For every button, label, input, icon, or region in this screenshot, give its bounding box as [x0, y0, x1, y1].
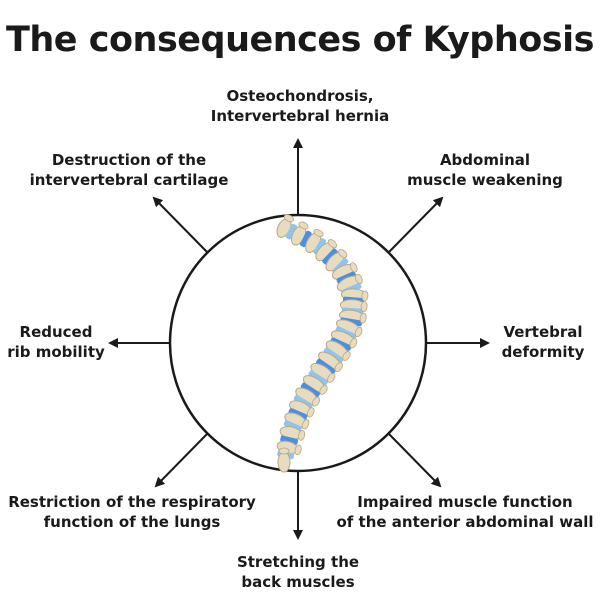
label-bottom-left: Restriction of the respiratory function … — [8, 493, 256, 531]
intervertebral-disc — [323, 347, 344, 364]
spinous-process — [327, 239, 338, 249]
arrows — [108, 138, 490, 540]
label-top-left: Destruction of the intervertebral cartil… — [29, 151, 229, 189]
spinous-process — [298, 430, 306, 441]
spinous-process — [313, 229, 324, 238]
spinous-process — [327, 373, 336, 383]
arrow-bottom-left — [154, 433, 208, 488]
intervertebral-disc — [322, 248, 338, 265]
intervertebral-disc — [300, 230, 312, 248]
intervertebral-disc — [316, 358, 336, 375]
intervertebral-disc — [313, 238, 326, 256]
spinous-process — [361, 290, 369, 302]
label-top-right: Abdominal muscle weakening — [407, 151, 563, 189]
vertebra — [277, 451, 291, 473]
spinous-process — [338, 249, 348, 258]
spinous-process — [278, 447, 290, 455]
arrow-top-right — [388, 196, 444, 253]
spinous-process — [319, 385, 328, 395]
spinous-process — [301, 419, 310, 430]
intervertebral-disc — [285, 223, 297, 240]
label-left: Reduced rib mobility — [7, 323, 105, 361]
spinous-process — [355, 273, 363, 285]
arrow-bottom-right — [388, 433, 442, 488]
spinous-process — [294, 444, 302, 456]
spinous-process — [359, 312, 367, 324]
spinous-process — [306, 407, 315, 418]
spinous-process — [298, 221, 309, 230]
spinous-process — [342, 351, 351, 361]
spinous-process — [283, 214, 294, 223]
spinous-process — [354, 326, 363, 338]
page-title: The consequences of Kyphosis — [6, 20, 594, 60]
arrow-top-left — [152, 196, 208, 253]
spinous-process — [349, 338, 358, 349]
intervertebral-disc — [280, 435, 299, 445]
label-bottom: Stretching the back muscles — [236, 553, 360, 591]
label-bottom-right: Impaired muscle function of the anterior… — [336, 493, 594, 531]
intervertebral-disc — [308, 370, 328, 386]
label-top: Osteochondrosis, Intervertebral hernia — [210, 87, 390, 125]
spine-illustration — [276, 214, 369, 473]
intervertebral-disc — [300, 382, 320, 398]
spinous-process — [360, 301, 368, 312]
label-right: Vertebral deformity — [501, 323, 585, 361]
spinous-process — [334, 362, 343, 372]
spinous-process — [311, 396, 321, 407]
spinous-process — [349, 262, 358, 273]
intervertebral-disc — [330, 337, 352, 351]
